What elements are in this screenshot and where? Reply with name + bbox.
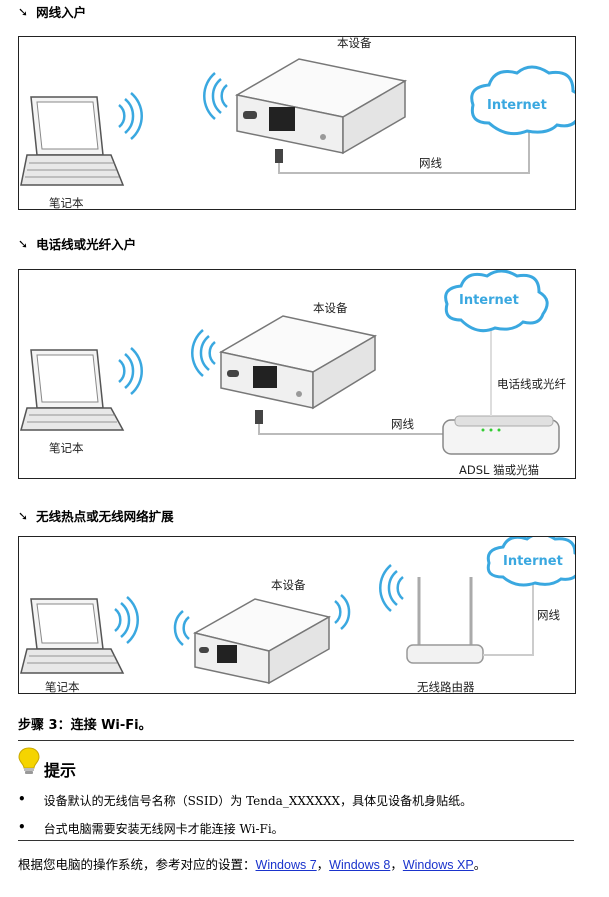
internet-label: Internet [459, 293, 519, 308]
arrow-down-right-icon: ➘ [18, 236, 29, 251]
modem-label: ADSL 猫或光猫 [459, 463, 539, 477]
section-title: 电话线或光纤入户 [36, 237, 137, 252]
section-heading-2: ➘ 电话线或光纤入户 [18, 234, 136, 253]
router-device-icon [218, 315, 378, 410]
section-title: 网线入户 [36, 5, 87, 20]
ethernet-cable [255, 410, 443, 435]
section-heading-3: ➘ 无线热点或无线网络扩展 [18, 506, 174, 525]
laptop-icon [20, 598, 125, 674]
laptop-label: 笔记本 [49, 441, 84, 455]
step-heading: 步骤 3：连接 Wi-Fi。 [18, 718, 152, 733]
tip-item: •设备默认的无线信号名称（SSID）为 Tenda_XXXXXX，具体见设备机身… [18, 792, 473, 808]
lightbulb-icon [18, 746, 40, 780]
section-heading-1: ➘ 网线入户 [18, 2, 86, 21]
device-label: 本设备 [313, 301, 348, 315]
wifi-signal-icon [191, 329, 216, 377]
wifi-signal-icon [379, 564, 404, 612]
arrow-down-right-icon: ➘ [18, 508, 29, 523]
internet-label: Internet [503, 554, 563, 569]
laptop-icon [20, 96, 125, 186]
wifi-signal-icon [334, 594, 351, 630]
tip-title: 提示 [44, 761, 77, 780]
section-title: 无线热点或无线网络扩展 [36, 509, 174, 524]
diagram-cable: 笔记本 本设备 网线 Internet [18, 36, 576, 210]
link-windows-xp[interactable]: Windows XP [402, 858, 474, 872]
cable-label: 网线 [537, 608, 560, 622]
tip-item-text: 台式电脑需要安装无线网卡才能连接 Wi-Fi。 [43, 822, 284, 836]
internet-cloud-icon: Internet [486, 537, 575, 587]
paragraph-text: 根据您电脑的操作系统，参考对应的设置： [18, 857, 256, 872]
divider [18, 740, 574, 741]
wireless-router-icon [406, 577, 484, 664]
separator: ， [316, 857, 330, 872]
wifi-signal-icon [173, 610, 190, 646]
router-device-icon [234, 58, 408, 155]
internet-cloud-icon: Internet [470, 65, 575, 136]
router-label: 无线路由器 [417, 680, 475, 693]
paragraph-end: 。 [473, 857, 487, 872]
os-settings-paragraph: 根据您电脑的操作系统，参考对应的设置：Windows 7，Windows 8，W… [18, 854, 486, 873]
device-label: 本设备 [271, 578, 306, 592]
device-label: 本设备 [337, 37, 372, 50]
cable-label: 网线 [419, 156, 442, 170]
modem-icon [442, 415, 560, 455]
router-device-icon [192, 598, 332, 685]
phone-line-label: 电话线或光纤 [497, 377, 566, 391]
diagram-wireless: 笔记本 本设备 无线路由器 网线 Internet [18, 536, 576, 694]
link-windows-7[interactable]: Windows 7 [255, 858, 317, 872]
ethernet-cable [275, 123, 530, 174]
cable-label: 网线 [391, 417, 414, 431]
tip-item: •台式电脑需要安装无线网卡才能连接 Wi-Fi。 [18, 820, 284, 836]
wifi-signal-icon [114, 596, 139, 644]
tip-header: 提示 [18, 745, 76, 781]
separator: ， [390, 857, 403, 872]
internet-cloud-icon: Internet [444, 270, 549, 333]
laptop-icon [20, 349, 125, 431]
laptop-label: 笔记本 [45, 680, 80, 693]
wifi-signal-icon [118, 92, 143, 140]
wifi-signal-icon [203, 72, 228, 120]
link-windows-8[interactable]: Windows 8 [329, 858, 391, 872]
internet-label: Internet [487, 98, 547, 113]
diagram-phone-line: 笔记本 本设备 网线 ADSL 猫或光猫 电话线或光纤 Internet [18, 269, 576, 479]
ethernet-cable [483, 579, 534, 656]
laptop-label: 笔记本 [49, 196, 84, 209]
arrow-down-right-icon: ➘ [18, 4, 29, 19]
wifi-signal-icon [118, 347, 143, 395]
divider [18, 840, 574, 841]
tip-item-text: 设备默认的无线信号名称（SSID）为 Tenda_XXXXXX，具体见设备机身贴… [43, 794, 473, 808]
